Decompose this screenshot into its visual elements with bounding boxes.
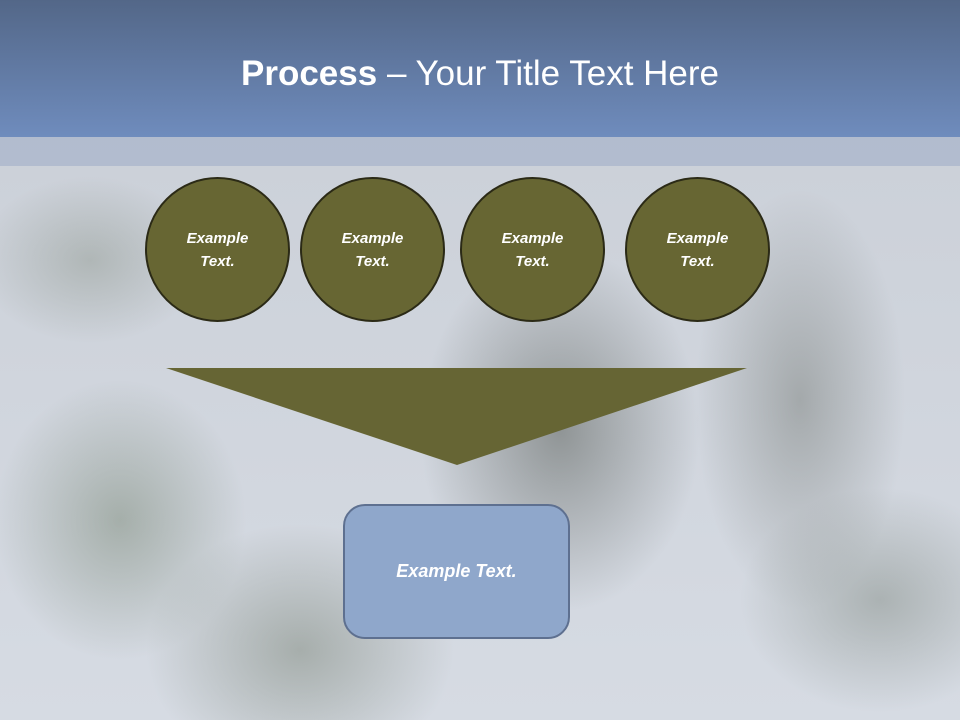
step-label-line1: Example [341,229,404,247]
step-label-line1: Example [186,229,249,247]
title-rest: – Your Title Text Here [377,54,719,93]
step-label-line1: Example [501,229,564,247]
funnel-down-arrow-icon [166,368,747,465]
result-box-label: Example Text. [396,561,517,581]
step-label-line2: Text. [355,252,390,270]
step-label-line2: Text. [515,252,550,270]
step-label-line2: Text. [680,252,715,270]
title-bar-strip [0,137,960,166]
title-bold: Process [241,54,378,93]
title-bar [0,0,960,137]
step-label-line1: Example [666,229,729,247]
slide-title: Process – Your Title Text Here [0,50,960,98]
result-box[interactable]: Example Text. [343,504,570,639]
step-label-line2: Text. [200,252,235,270]
